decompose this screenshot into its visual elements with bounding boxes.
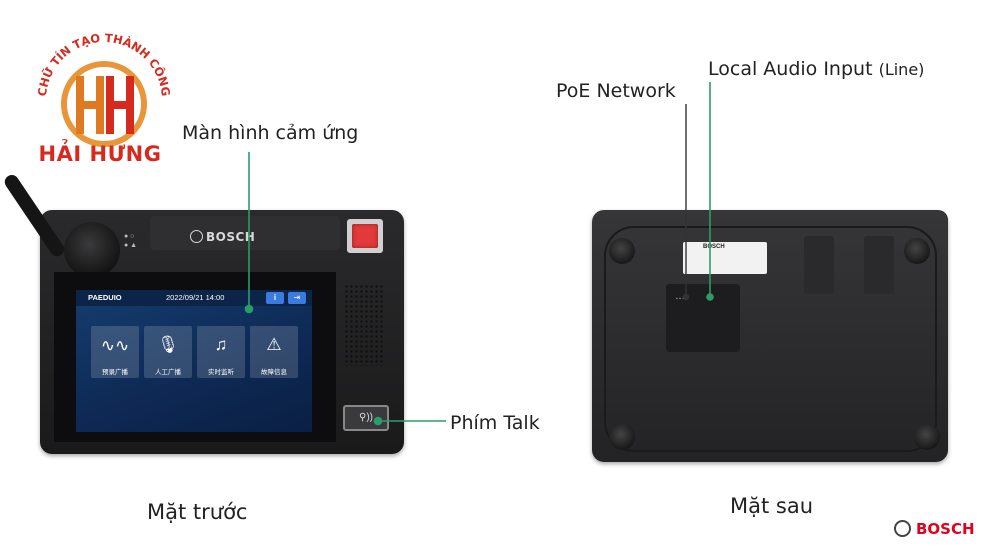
exit-button[interactable]: ⇥ xyxy=(288,292,306,304)
connector-ports: ▪ ▪ ▪ xyxy=(676,296,685,302)
product-label-brand: BOSCH xyxy=(703,244,725,250)
rubber-foot xyxy=(609,238,635,264)
hai-hung-emblem-icon: CHỮ TÍN TẠO THÀNH CÔNG xyxy=(35,31,173,147)
tile-label: 故障信息 xyxy=(261,369,287,376)
audio-input-suffix: (Line) xyxy=(878,60,925,79)
front-bosch-logo: BOSCH xyxy=(190,230,255,244)
speaker-grille xyxy=(344,284,384,366)
touchscreen-label: Màn hình cảm ứng xyxy=(182,122,359,144)
bosch-brand-logo: BOSCH xyxy=(894,520,975,538)
back-caption: Mặt sau xyxy=(730,494,814,518)
bosch-ring-icon xyxy=(894,520,911,537)
tile-fault[interactable] xyxy=(250,326,298,378)
front-top-strip xyxy=(150,216,340,250)
back-notch xyxy=(864,236,894,294)
screen-datetime: 2022/09/21 14:00 xyxy=(166,293,225,302)
talk-button[interactable]: ⚲)) xyxy=(343,405,389,431)
connector-panel xyxy=(666,284,740,352)
talk-icon: ⚲)) xyxy=(359,412,373,423)
headphones-icon: ♫ xyxy=(214,335,228,354)
back-notch xyxy=(804,236,834,294)
product-label xyxy=(683,242,767,274)
poe-network-label: PoE Network xyxy=(556,80,676,102)
tile-label: 实时监听 xyxy=(208,369,234,376)
front-caption: Mặt trước xyxy=(147,500,248,524)
waveform-icon: ∿∿ xyxy=(100,336,130,355)
talk-key-label: Phím Talk xyxy=(450,412,540,434)
microphone-icon: 🎙 xyxy=(157,335,179,354)
rubber-foot xyxy=(609,424,635,450)
tile-monitor[interactable] xyxy=(197,326,245,378)
tile-prerecorded[interactable] xyxy=(91,326,139,378)
audio-input-label: Local Audio Input (Line) xyxy=(708,58,924,80)
tile-manual[interactable] xyxy=(144,326,192,378)
tile-label: 人工广播 xyxy=(155,369,181,376)
info-icon: i xyxy=(273,293,277,302)
hai-hung-logo: CHỮ TÍN TẠO THÀNH CÔNG xyxy=(28,22,178,182)
rubber-foot xyxy=(904,238,930,264)
info-button[interactable]: i xyxy=(266,292,284,304)
bosch-brand-text: BOSCH xyxy=(916,520,975,538)
exit-icon: ⇥ xyxy=(293,293,301,302)
bosch-ring-icon xyxy=(190,230,203,243)
audio-input-text: Local Audio Input xyxy=(708,58,873,80)
microphone-base xyxy=(64,222,120,278)
back-panel-outline xyxy=(604,226,937,452)
touch-screen[interactable] xyxy=(76,290,312,432)
warning-icon: ⚠ xyxy=(266,335,282,354)
screen-header xyxy=(76,290,312,306)
tile-label: 预录广播 xyxy=(102,369,128,376)
emergency-button[interactable] xyxy=(352,224,378,248)
screen-app-name: PAEDUIO xyxy=(88,293,122,302)
logo-brand-name: HẢI HƯNG xyxy=(38,142,162,166)
rubber-foot xyxy=(914,424,940,450)
status-leds: ● ○● ▲ xyxy=(124,233,138,249)
